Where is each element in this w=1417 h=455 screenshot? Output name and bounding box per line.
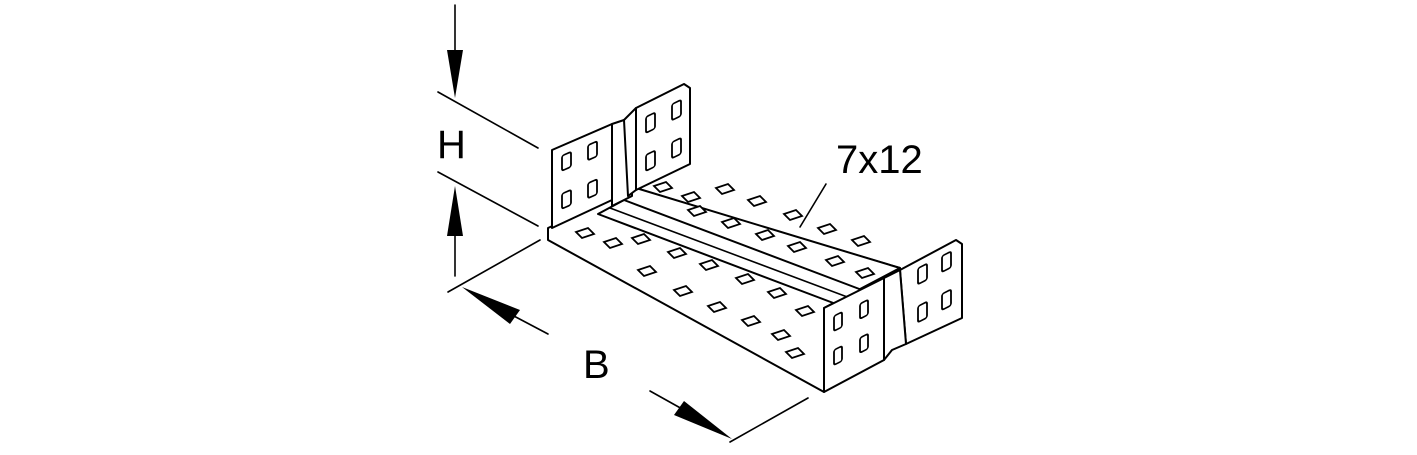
base-hole (734, 272, 756, 286)
base-hole (636, 264, 658, 278)
base-hole (782, 208, 804, 222)
base-hole (784, 346, 806, 360)
slot-hole (587, 140, 598, 161)
slot-hole (671, 99, 682, 121)
height-extension-line-top (437, 91, 539, 149)
slot-hole (917, 263, 928, 285)
slot-hole (833, 345, 843, 366)
connector-body (547, 83, 963, 393)
slot-hole (561, 151, 572, 172)
width-label: B (583, 343, 610, 387)
height-arrowhead-top (447, 50, 463, 98)
base-hole (720, 216, 742, 230)
center-ridge-crease (609, 207, 851, 299)
width-extension-line-left (447, 239, 541, 293)
width-arrowhead-left (462, 287, 520, 324)
base-hole (746, 194, 768, 208)
height-dimension: H (437, 4, 539, 277)
hole-size-label: 7x12 (836, 138, 923, 182)
hole-pattern (561, 99, 952, 366)
back-flange (635, 83, 691, 191)
base-hole (786, 240, 808, 254)
slot-hole (941, 289, 952, 311)
hole-leader-line (799, 183, 827, 228)
hole-size-callout: 7x12 (799, 138, 923, 228)
slot-hole (671, 137, 682, 159)
right-flange (899, 239, 963, 345)
right-flange-bend (883, 269, 907, 361)
base-hole (666, 246, 688, 260)
height-arrowhead-bottom (447, 186, 463, 236)
slot-hole (587, 178, 598, 199)
base-hole (854, 266, 876, 280)
base-hole (574, 226, 596, 240)
slot-hole (645, 150, 656, 172)
width-arrow-shaft-right (649, 390, 685, 411)
base-hole (602, 236, 624, 250)
slot-hole (859, 299, 869, 320)
back-flange-bend (623, 107, 637, 197)
base-hole (794, 304, 816, 318)
base-hole (766, 286, 788, 300)
base-hole (680, 190, 702, 204)
base-hole (850, 234, 872, 248)
base-hole (630, 232, 652, 246)
base-hole (816, 222, 838, 236)
base-hole (698, 258, 720, 272)
height-label: H (437, 123, 466, 167)
base-holes-front-row (574, 226, 816, 360)
slot-hole (941, 251, 952, 273)
base-hole (652, 180, 674, 194)
base-holes-back-row (652, 180, 876, 280)
base-hole (770, 328, 792, 342)
base-hole (754, 228, 776, 242)
base-hole (672, 284, 694, 298)
base-hole (824, 254, 846, 268)
width-extension-line-right (729, 397, 809, 443)
base-hole (686, 204, 708, 218)
width-dimension: B (447, 239, 809, 443)
slot-hole (917, 301, 928, 323)
base-hole (740, 314, 762, 328)
slot-hole (561, 189, 572, 210)
base-hole (714, 182, 736, 196)
base-hole (706, 300, 728, 314)
width-arrowhead-right (674, 401, 732, 439)
width-arrow-shaft-left (511, 314, 549, 335)
slot-hole (859, 333, 869, 354)
height-extension-line-bottom (437, 171, 539, 227)
slot-hole (645, 112, 656, 134)
slot-hole (833, 311, 843, 332)
